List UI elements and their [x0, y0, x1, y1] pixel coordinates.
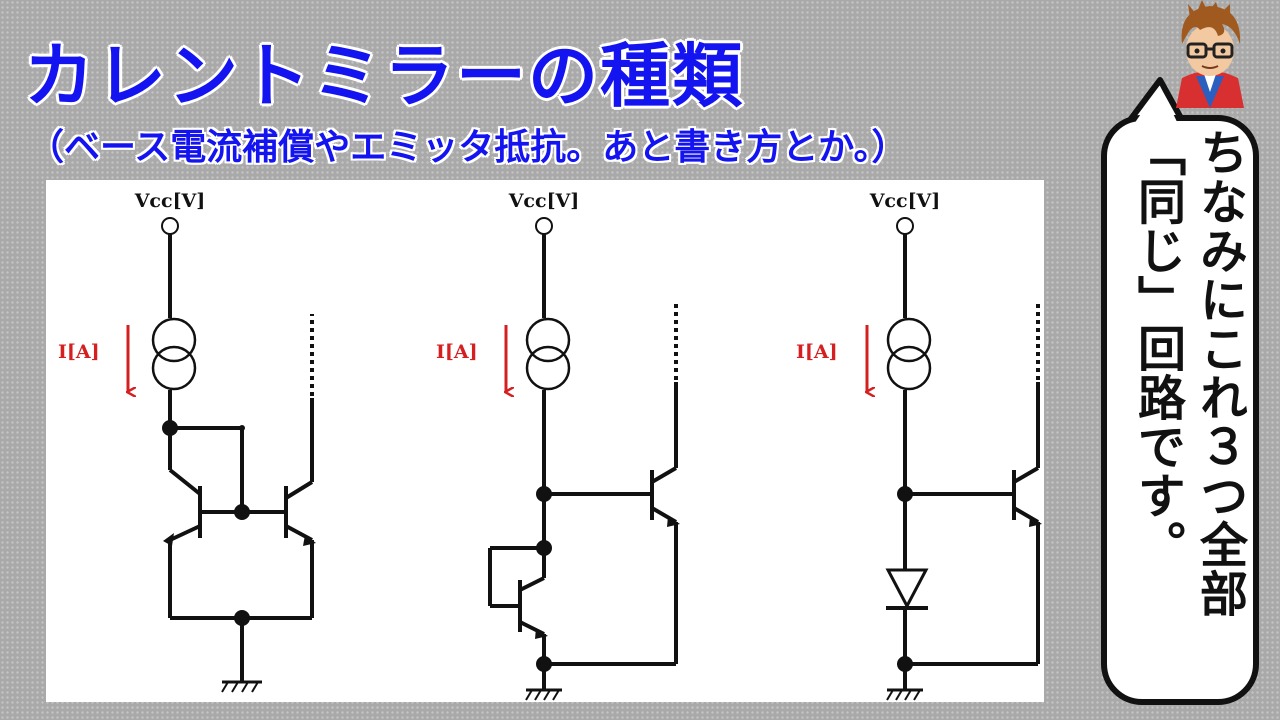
circuit-1-vcc-terminal [161, 217, 179, 235]
circuit-2-current-source [525, 317, 571, 363]
circuit-2-current-label: I[A] [436, 341, 478, 363]
circuit-3-diode [885, 568, 929, 610]
page-subtitle: （ベース電流補償やエミッタ抵抗。あと書き方とか。） [28, 127, 908, 168]
speech-bubble [1101, 77, 1259, 705]
page-title: カレントミラーの種類 [24, 35, 744, 117]
circuit-diagram-panel: Vcc[V] I[A] [46, 180, 1044, 702]
circuit-2-vcc-label: Vcc[V] [508, 190, 580, 212]
circuit-diagrams: Vcc[V] I[A] [58, 190, 1042, 701]
avatar [1176, 0, 1244, 108]
circuit-1-current-label: I[A] [58, 341, 100, 363]
circuit-3-vcc-terminal [896, 217, 914, 235]
circuit-1-vcc-label: Vcc[V] [134, 190, 206, 212]
circuit-3-current-source [886, 317, 932, 363]
circuit-3-current-label: I[A] [796, 341, 838, 363]
circuit-2-vcc-terminal [535, 217, 553, 235]
circuit-3: Vcc[V] I[A] [796, 190, 1042, 701]
circuit-3-vcc-label: Vcc[V] [869, 190, 941, 212]
speech-bubble-text: ちなみにこれ３つ全部「同じ」回路です。 [1129, 128, 1247, 618]
circuit-1: Vcc[V] I[A] [58, 190, 316, 693]
circuit-1-current-source [151, 317, 197, 363]
circuit-2: Vcc[V] I[A] [436, 190, 680, 701]
